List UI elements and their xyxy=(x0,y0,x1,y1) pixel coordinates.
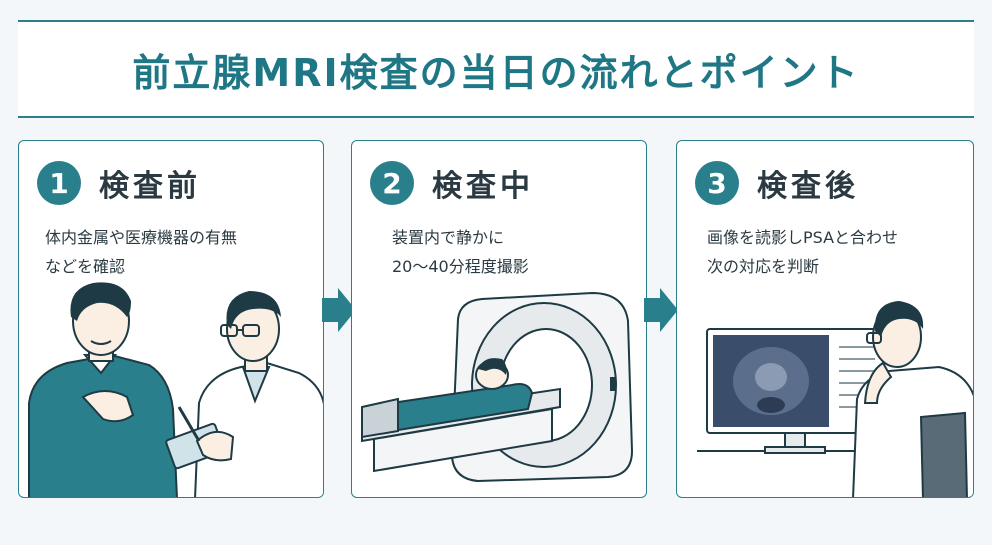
monitor xyxy=(706,328,884,454)
step-description-line: 次の対応を判断 xyxy=(707,257,820,276)
step-header-3: 3 検査後 xyxy=(695,161,859,205)
step-description-line: 体内金属や医療機器の有無 xyxy=(45,228,238,247)
step-description-line: 20〜40分程度撮影 xyxy=(392,257,529,276)
doctor-figure xyxy=(165,291,323,497)
arrow-right-icon xyxy=(322,288,356,332)
step-description-3: 画像を読影しPSAと合わせ 次の対応を判断 xyxy=(707,223,973,281)
doctor-figure xyxy=(852,301,973,497)
arrow-right-icon xyxy=(644,288,678,332)
step-description-line: などを確認 xyxy=(45,257,126,276)
step-description-2: 装置内で静かに 20〜40分程度撮影 xyxy=(392,223,646,281)
step-title-1: 検査前 xyxy=(99,169,201,204)
step-card-1: 1 検査前 体内金属や医療機器の有無 などを確認 xyxy=(18,140,324,498)
step-header-1: 1 検査前 xyxy=(37,161,201,205)
step-title-3: 検査後 xyxy=(757,169,859,204)
consultation-illustration xyxy=(28,282,323,497)
mri-scanner-illustration xyxy=(361,291,634,483)
step-card-3: 3 検査後 画像を読影しPSAと合わせ 次の対応を判断 xyxy=(676,140,974,498)
step-number-badge-3: 3 xyxy=(695,161,739,205)
title-band: 前立腺MRI検査の当日の流れとポイント xyxy=(18,20,974,118)
step-description-1: 体内金属や医療機器の有無 などを確認 xyxy=(45,223,315,281)
step-title-2: 検査中 xyxy=(432,169,534,204)
page-title: 前立腺MRI検査の当日の流れとポイント xyxy=(132,50,860,95)
patient-figure xyxy=(28,282,178,497)
step-header-2: 2 検査中 xyxy=(370,161,534,205)
step-description-line: 画像を読影しPSAと合わせ xyxy=(707,228,899,247)
step-number-badge-1: 1 xyxy=(37,161,81,205)
lying-patient xyxy=(361,358,534,439)
step-card-2: 2 検査中 装置内で静かに 20〜40分程度撮影 xyxy=(351,140,647,498)
image-review-illustration xyxy=(697,301,973,497)
step-description-line: 装置内で静かに xyxy=(392,228,505,247)
step-number-badge-2: 2 xyxy=(370,161,414,205)
